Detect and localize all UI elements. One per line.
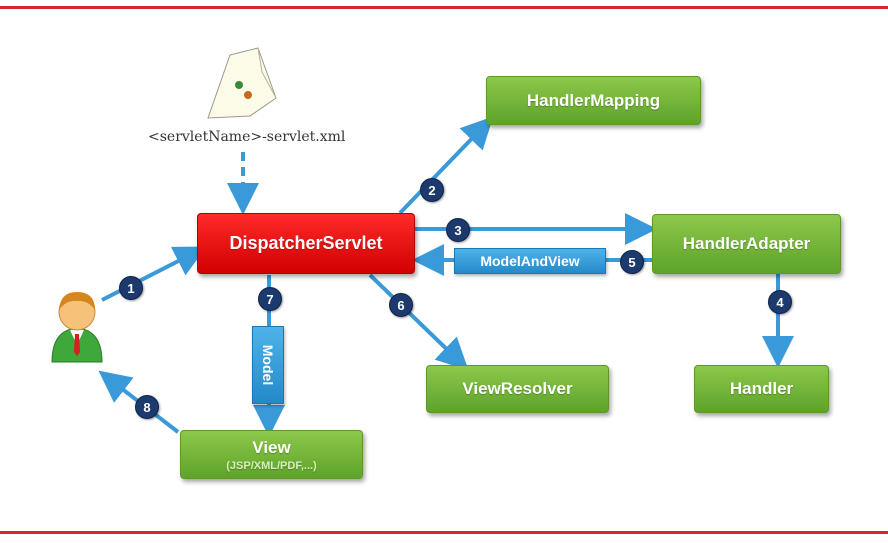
handler-mapping-label: HandlerMapping [526, 90, 661, 110]
handler-adapter-node[interactable]: HandlerAdapter [652, 214, 841, 274]
step-badge-1: 1 [119, 276, 143, 300]
handler-label: Handler [729, 379, 794, 398]
handler-adapter-label: HandlerAdapter [682, 234, 811, 253]
step-badge-3: 3 [446, 218, 470, 242]
arrow-1 [101, 246, 207, 302]
xml-file-icon [207, 47, 277, 119]
view-node[interactable]: View (JSP/XML/PDF,...) [180, 430, 363, 479]
arrow-2 [398, 116, 494, 215]
dispatcher-servlet-node[interactable]: DispatcherServlet [197, 213, 415, 274]
model-and-view-tag: ModelAndView [454, 248, 606, 274]
step-badge-8: 8 [135, 395, 159, 419]
step-badge-6: 6 [389, 293, 413, 317]
step-badge-2: 2 [420, 178, 444, 202]
handler-mapping-node[interactable]: HandlerMapping [486, 76, 701, 125]
model-and-view-label: ModelAndView [480, 253, 580, 269]
step-badge-4: 4 [768, 290, 792, 314]
user-icon [51, 292, 103, 363]
step-badge-5: 5 [620, 250, 644, 274]
config-file-label: <servletName>-servlet.xml [148, 129, 346, 145]
arrow-6 [368, 273, 469, 371]
top-rule [0, 6, 888, 9]
view-label: View [252, 437, 291, 457]
model-tag: Model [252, 326, 284, 404]
step-badge-7: 7 [258, 287, 282, 311]
view-resolver-node[interactable]: ViewResolver [426, 365, 609, 413]
model-label: Model [260, 344, 277, 386]
bottom-rule [0, 531, 888, 534]
handler-node[interactable]: Handler [694, 365, 829, 413]
view-resolver-label: ViewResolver [462, 379, 573, 398]
dispatcher-servlet-label: DispatcherServlet [229, 233, 383, 253]
view-sublabel: (JSP/XML/PDF,...) [226, 459, 317, 472]
